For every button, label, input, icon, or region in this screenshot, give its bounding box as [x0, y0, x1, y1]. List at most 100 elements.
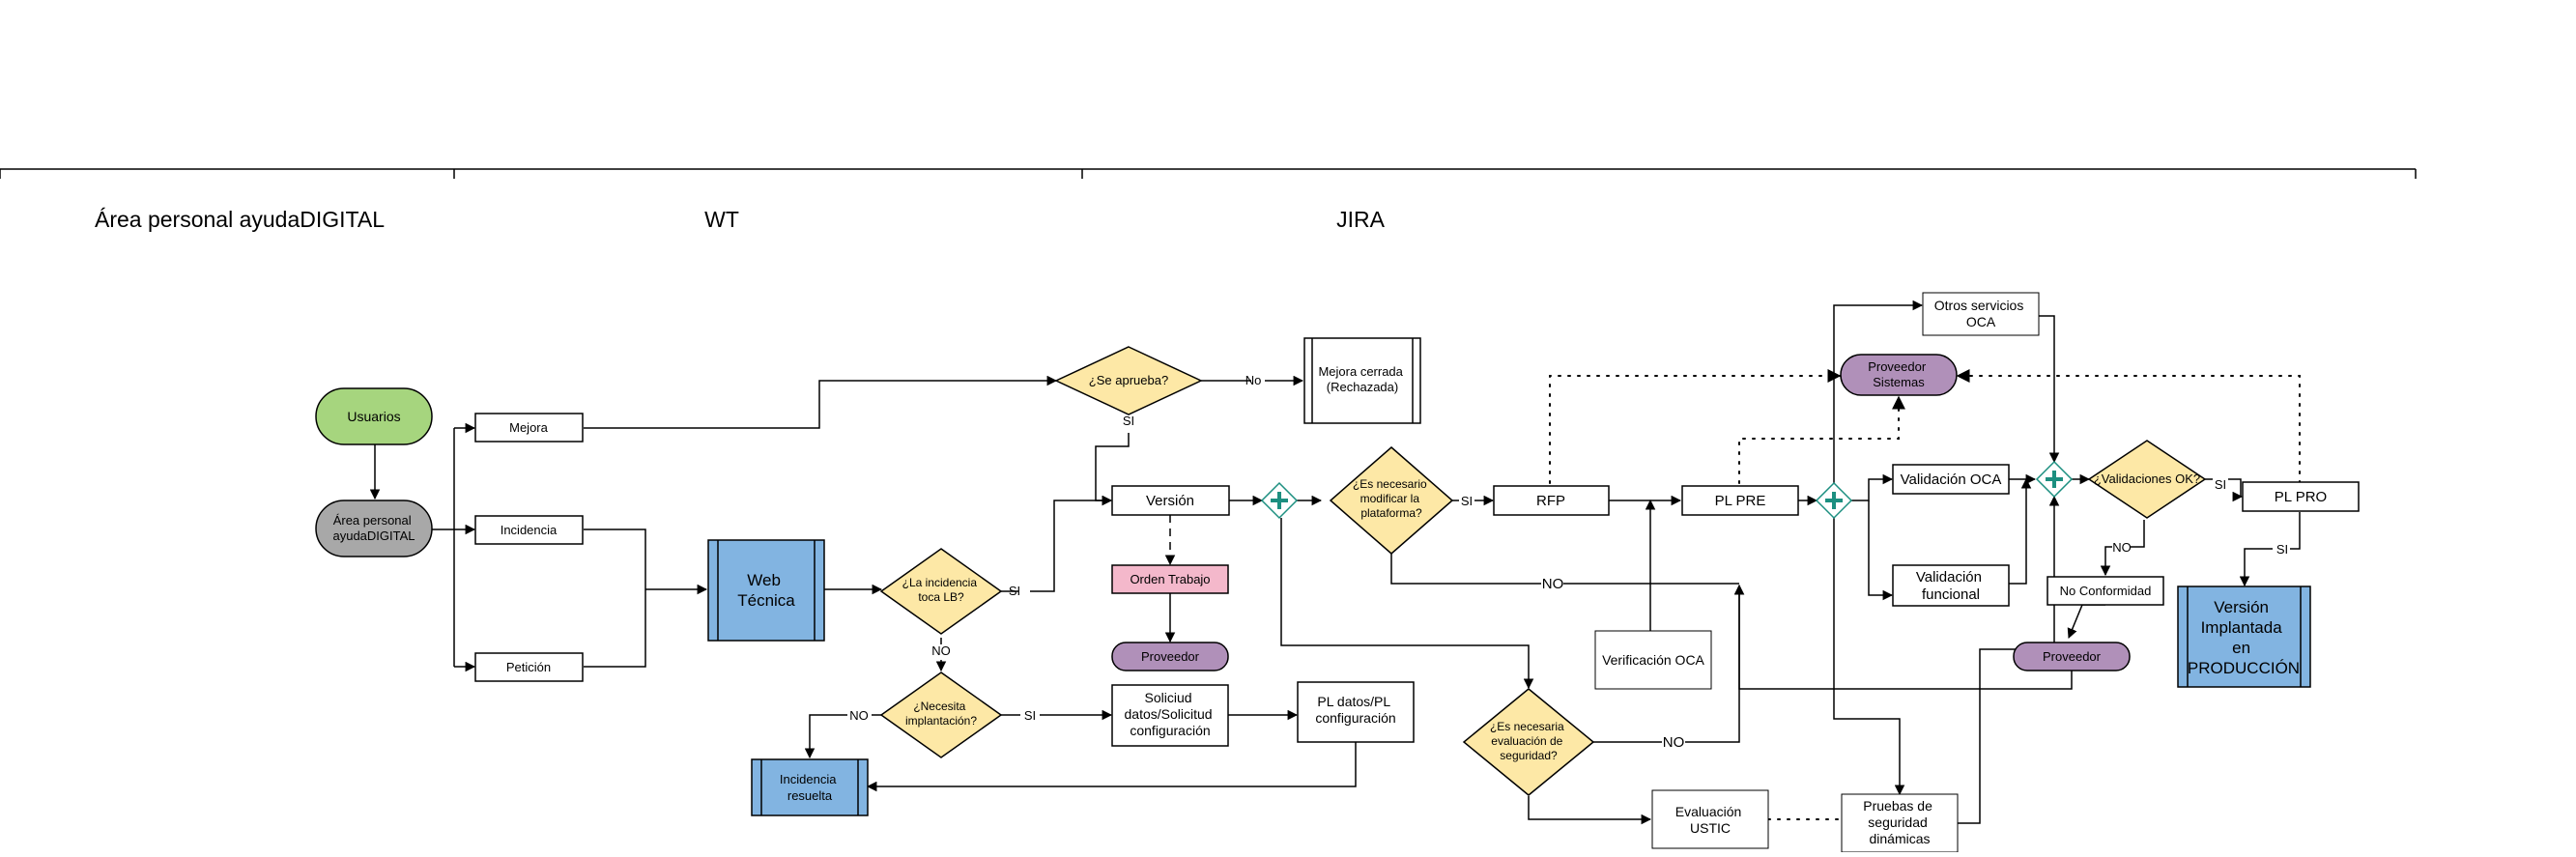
edge-tocalb-si-2	[1030, 495, 1113, 592]
edge-peticion-web	[584, 589, 646, 668]
pruebas-seguridad-label: Pruebas de seguridad dinámicas	[1863, 798, 1936, 846]
usuarios-node[interactable]: Usuarios	[315, 387, 433, 445]
lane-area-label: Área personal ayudaDIGITAL	[95, 207, 385, 232]
edge-necesita-no-2	[804, 714, 847, 759]
version-implantada-label: Versión Implantada en PRODUCCIÓN	[2188, 598, 2300, 677]
version-implantada-node[interactable]: Versión Implantada en PRODUCCIÓN	[2177, 586, 2311, 688]
web-tecnica-label: Web Técnica	[737, 571, 795, 610]
toca-lb-decision[interactable]: ¿La incidencia toca LB?	[879, 548, 1003, 635]
necesita-implantacion-decision[interactable]: ¿Necesita implantación?	[879, 671, 1003, 758]
label-modificar-no: NO	[1542, 576, 1564, 592]
label-tocalb-no: NO	[931, 643, 951, 658]
label-valok-no: NO	[2112, 540, 2132, 555]
mejora-cerrada-node[interactable]: Mejora cerrada (Rechazada)	[1303, 337, 1421, 424]
edge-pldatos-resuelta	[866, 742, 1357, 792]
lane-jira-label: JIRA	[1336, 207, 1386, 232]
solicitud-node[interactable]: Soliciud datos/Solicitud configuración	[1111, 684, 1229, 747]
edge-plpro-provsis	[1956, 369, 2301, 484]
edge-gw2-otros	[1833, 300, 1924, 483]
parallel-gateway-3[interactable]	[2035, 460, 2074, 499]
se-aprueba-label: ¿Se aprueba?	[1089, 373, 1168, 387]
edge-gw2-valfunc	[1868, 500, 1894, 601]
proveedor-node[interactable]: Proveedor	[1111, 642, 1229, 671]
evaluacion-ustic-node[interactable]: Evaluación USTIC	[1651, 789, 1769, 849]
mejora-node[interactable]: Mejora	[474, 413, 584, 443]
validacion-oca-label: Validación OCA	[1901, 471, 2002, 488]
edge-valok-si-2	[2228, 478, 2244, 502]
modificar-plataforma-decision[interactable]: ¿Es necesario modificar la plataforma?	[1329, 446, 1454, 555]
proveedor-label: Proveedor	[1141, 649, 1200, 664]
edge-modificar-no	[1390, 552, 1541, 585]
proveedor-sistemas-label: Proveedor Sistemas	[1868, 359, 1930, 389]
version-node[interactable]: Versión	[1111, 485, 1230, 516]
edges	[369, 300, 2301, 825]
edge-prov-plpre	[1733, 584, 2073, 690]
mejora-cerrada-label: Mejora cerrada (Rechazada)	[1318, 364, 1406, 394]
pl-pro-node[interactable]: PL PRO	[2242, 481, 2360, 512]
edge-mejora-aprueba	[584, 375, 1058, 429]
orden-trabajo-label: Orden Trabajo	[1130, 572, 1210, 586]
incidencia-resuelta-node[interactable]: Incidencia resuelta	[751, 758, 869, 816]
no-conformidad-node[interactable]: No Conformidad	[2046, 576, 2164, 606]
eval-seguridad-decision[interactable]: ¿Es necesaria evaluación de seguridad?	[1462, 688, 1595, 796]
evaluacion-ustic-label: Evaluación USTIC	[1675, 804, 1745, 836]
validacion-funcional-node[interactable]: Validación funcional	[1892, 564, 2010, 607]
pl-datos-node[interactable]: PL datos/PL configuración	[1297, 681, 1415, 743]
edge-rfp-provsis	[1549, 369, 1842, 484]
edge-to-pruebas	[1833, 483, 1905, 796]
validacion-oca-node[interactable]: Validación OCA	[1892, 464, 2010, 495]
validaciones-ok-decision[interactable]: ¿Validaciones OK?	[2087, 440, 2207, 519]
modificar-plataforma-label: ¿Es necesario modificar la plataforma?	[1353, 477, 1430, 520]
peticion-label: Petición	[506, 660, 551, 674]
label-tocalb-si: SI	[1009, 584, 1020, 598]
edge-plpre-provsis	[1738, 395, 1905, 484]
label-plpro-si: SI	[2276, 542, 2288, 557]
incidencia-label: Incidencia	[501, 523, 558, 537]
incidencia-resuelta-label: Incidencia resuelta	[780, 772, 840, 803]
peticion-node[interactable]: Petición	[474, 652, 584, 682]
label-valok-si: SI	[2215, 477, 2226, 492]
pl-datos-label: PL datos/PL configuración	[1315, 694, 1395, 726]
edge-evalseg-ustic	[1528, 796, 1652, 825]
otros-servicios-node[interactable]: Otros servicios OCA	[1922, 292, 2040, 336]
edge-valok-no-2	[2100, 546, 2112, 577]
edge-noconf-prov	[2067, 604, 2105, 639]
se-aprueba-decision[interactable]: ¿Se aprueba?	[1054, 346, 1203, 415]
lane-headers	[0, 168, 2417, 179]
dotted-edges	[1549, 369, 2301, 820]
eval-seguridad-label: ¿Es necesaria evaluación de seguridad?	[1490, 720, 1567, 762]
version-label: Versión	[1146, 493, 1194, 509]
verificacion-oca-node[interactable]: Verificación OCA	[1594, 630, 1712, 690]
necesita-implantacion-label: ¿Necesita implantación?	[905, 700, 977, 728]
edge-plpro-si-2	[2239, 548, 2273, 587]
proveedor-sistemas-node[interactable]: Proveedor Sistemas	[1840, 354, 1958, 396]
rfp-node[interactable]: RFP	[1493, 485, 1610, 516]
area-personal-node[interactable]: Área personal ayudaDIGITAL	[315, 500, 433, 557]
label-necesita-si: SI	[1024, 708, 1036, 723]
no-conformidad-label: No Conformidad	[2060, 584, 2152, 598]
validaciones-ok-label: ¿Validaciones OK?	[2094, 471, 2200, 486]
label-necesita-no: NO	[849, 708, 869, 723]
edge-valok-no	[2131, 520, 2145, 548]
validacion-funcional-label: Validación funcional	[1916, 569, 1986, 603]
area-personal-label: Área personal ayudaDIGITAL	[332, 513, 415, 543]
incidencia-node[interactable]: Incidencia	[474, 515, 584, 545]
pl-pre-label: PL PRE	[1715, 493, 1766, 509]
solicitud-label: Soliciud datos/Solicitud configuración	[1125, 690, 1216, 738]
web-tecnica-node[interactable]: Web Técnica	[707, 539, 825, 642]
parallel-gateway-2[interactable]	[1815, 481, 1853, 520]
otros-servicios-label: Otros servicios OCA	[1934, 298, 2027, 329]
lane-wt-label: WT	[704, 207, 739, 232]
parallel-gateway-1[interactable]	[1260, 481, 1299, 520]
proveedor2-node[interactable]: Proveedor	[2013, 642, 2131, 671]
pl-pre-node[interactable]: PL PRE	[1681, 485, 1799, 516]
edge-gw2-valoca	[1851, 473, 1894, 501]
proveedor2-label: Proveedor	[2043, 649, 2102, 664]
label-modificar-si: SI	[1461, 494, 1473, 508]
pruebas-seguridad-node[interactable]: Pruebas de seguridad dinámicas	[1841, 793, 1959, 853]
orden-trabajo-node[interactable]: Orden Trabajo	[1111, 564, 1229, 594]
edge-labels: No SI SI NO NO SI SI NO NO SI NO SI	[849, 373, 2288, 751]
label-aprueba-no: No	[1245, 373, 1262, 387]
